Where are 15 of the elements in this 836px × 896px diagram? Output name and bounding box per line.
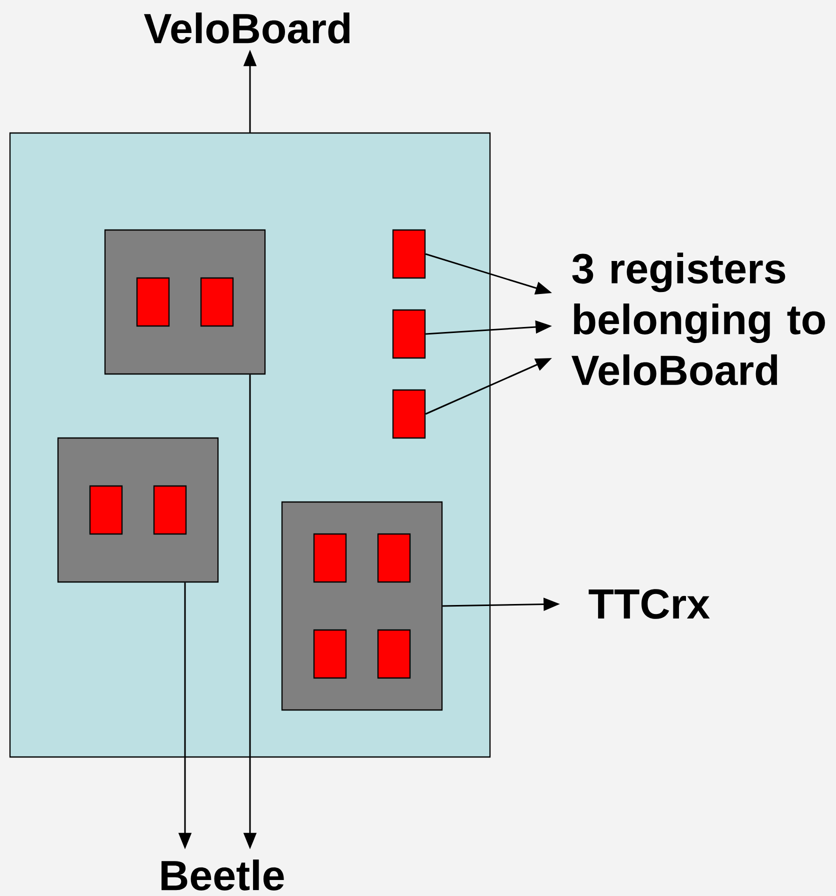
node-label: TTCrx — [588, 589, 710, 619]
node-label: VeloBoard — [144, 12, 350, 44]
register — [200, 277, 234, 327]
register — [392, 389, 426, 439]
register — [377, 629, 411, 679]
node-label: Beetle — [162, 860, 284, 890]
register — [392, 309, 426, 359]
register — [313, 629, 347, 679]
register — [136, 277, 170, 327]
register — [392, 229, 426, 279]
node-label: 3 registers belonging to VeloBoard — [572, 252, 825, 386]
register — [153, 485, 187, 535]
register — [89, 485, 123, 535]
register — [377, 533, 411, 583]
register — [313, 533, 347, 583]
